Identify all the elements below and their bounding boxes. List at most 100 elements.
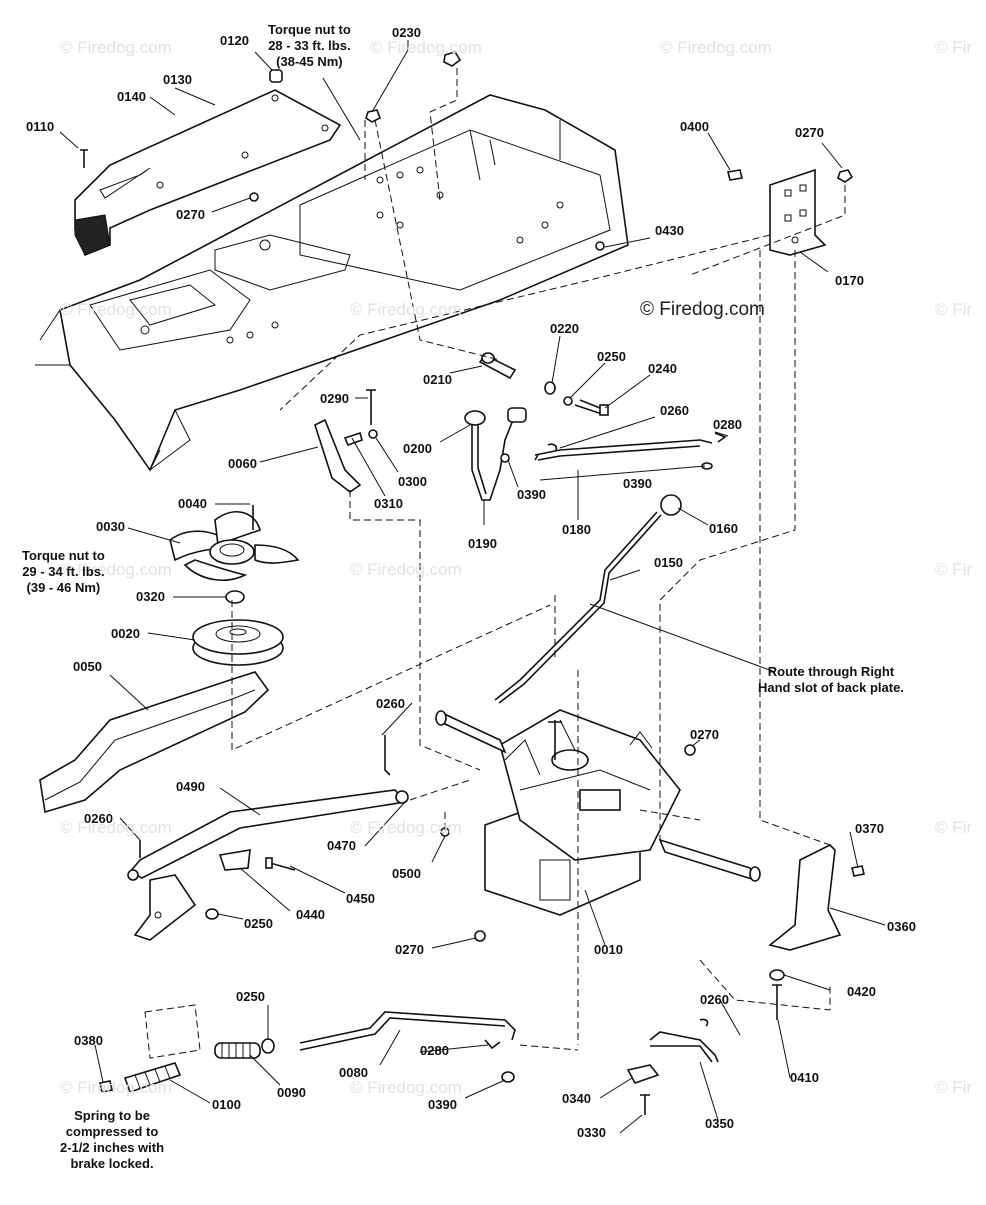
part-label: 0220 bbox=[550, 321, 579, 336]
part-label: 0030 bbox=[96, 519, 125, 534]
part-label: 0250 bbox=[597, 349, 626, 364]
watermark: © Fir bbox=[935, 560, 973, 579]
part-label: 0400 bbox=[680, 119, 709, 134]
watermark: © Fir bbox=[935, 818, 973, 837]
bolt-0450 bbox=[269, 862, 296, 871]
part-label: 0130 bbox=[163, 72, 192, 87]
bracket-0360 bbox=[768, 844, 842, 951]
knob-0120 bbox=[269, 69, 283, 83]
spring-0090 bbox=[214, 1042, 261, 1059]
part-label: 0450 bbox=[346, 891, 375, 906]
bolt-0410 bbox=[772, 984, 782, 1020]
part-label: 0390 bbox=[623, 476, 652, 491]
clip-0260-c bbox=[384, 735, 391, 776]
part-label: 0320 bbox=[136, 589, 165, 604]
nut-0270-a bbox=[249, 192, 259, 202]
part-label: 0240 bbox=[648, 361, 677, 376]
nut-0160 bbox=[660, 494, 682, 516]
back-plate-0170 bbox=[769, 168, 827, 256]
pedal-ghost bbox=[144, 1004, 201, 1059]
part-label: 0160 bbox=[709, 521, 738, 536]
washer-0390-c bbox=[501, 1071, 515, 1083]
watermark: © Fir bbox=[935, 1078, 973, 1097]
nut-0270-c bbox=[684, 744, 696, 756]
part-label: 0230 bbox=[392, 25, 421, 40]
washer-0390-b bbox=[500, 453, 510, 463]
part-label: 0420 bbox=[847, 984, 876, 999]
part-label: 0150 bbox=[654, 555, 683, 570]
rod-0190-end bbox=[507, 407, 527, 423]
watermark: © Firedog.com bbox=[60, 38, 172, 57]
part-label: 0280 bbox=[713, 417, 742, 432]
part-label: 0300 bbox=[398, 474, 427, 489]
frame-holes bbox=[140, 166, 564, 344]
clip-0260-d bbox=[699, 1018, 709, 1027]
pulley-0020 bbox=[192, 619, 284, 666]
watermark: © Firedog.com bbox=[350, 1078, 462, 1097]
bolt-0330 bbox=[640, 1094, 650, 1115]
nut-0430 bbox=[595, 241, 605, 251]
assembly-lines bbox=[231, 68, 846, 1051]
nut-0270-d bbox=[474, 930, 486, 942]
bolt-0310 bbox=[343, 431, 363, 447]
washer-0250-b bbox=[205, 908, 219, 920]
part-label: 0080 bbox=[339, 1065, 368, 1080]
part-label: 0370 bbox=[855, 821, 884, 836]
bracket-0440 bbox=[218, 849, 251, 871]
watermark: © Firedog.com bbox=[60, 560, 172, 579]
part-label: 0390 bbox=[517, 487, 546, 502]
part-label: 0410 bbox=[790, 1070, 819, 1085]
washer-0420 bbox=[769, 969, 785, 981]
part-label: 0360 bbox=[887, 919, 916, 934]
washer-0250-c bbox=[261, 1038, 275, 1054]
watermark: © Firedog.com bbox=[60, 818, 172, 837]
part-label: 0380 bbox=[74, 1033, 103, 1048]
watermark: © Firedog.com bbox=[60, 300, 172, 319]
part-label: 0260 bbox=[376, 696, 405, 711]
watermark-main: © Firedog.com bbox=[640, 299, 765, 320]
part-label: 0330 bbox=[577, 1125, 606, 1140]
belt-0050 bbox=[39, 671, 270, 814]
part-label: 0100 bbox=[212, 1097, 241, 1112]
nut-0470 bbox=[395, 790, 409, 804]
rod-0180 bbox=[534, 439, 713, 456]
part-label: 0440 bbox=[296, 907, 325, 922]
part-label: 0170 bbox=[835, 273, 864, 288]
part-label: 0210 bbox=[423, 372, 452, 387]
part-label: 0120 bbox=[220, 33, 249, 48]
spring-0100 bbox=[123, 1062, 182, 1094]
watermark: © Firedog.com bbox=[370, 38, 482, 57]
watermark: © Firedog.com bbox=[350, 300, 462, 319]
nut-0320 bbox=[225, 590, 245, 604]
nut-0230 bbox=[365, 109, 382, 123]
bracket-0340 bbox=[626, 1064, 660, 1084]
part-label: 0190 bbox=[468, 536, 497, 551]
watermark: © Fir bbox=[935, 38, 973, 57]
part-label: 0260 bbox=[700, 992, 729, 1007]
part-label: 0250 bbox=[244, 916, 273, 931]
bolt-0370 bbox=[851, 865, 865, 877]
leader-lines bbox=[59, 40, 886, 1134]
transaxle-0010 bbox=[435, 709, 761, 916]
bushing-0220-b bbox=[544, 381, 556, 395]
bolt-0290 bbox=[366, 389, 376, 425]
part-label: 0180 bbox=[562, 522, 591, 537]
clip-0280-b bbox=[484, 1039, 501, 1050]
part-label: 0270 bbox=[176, 207, 205, 222]
rod-0150 bbox=[494, 511, 658, 701]
part-label: 0050 bbox=[73, 659, 102, 674]
part-label: 0250 bbox=[236, 989, 265, 1004]
part-label: 0020 bbox=[111, 626, 140, 641]
washer-0300 bbox=[368, 429, 378, 439]
watermark: © Firedog.com bbox=[660, 38, 772, 57]
watermark: © Firedog.com bbox=[60, 1078, 172, 1097]
part-label: 0060 bbox=[228, 456, 257, 471]
bracket-0060 bbox=[314, 418, 362, 493]
part-label: 0090 bbox=[277, 1085, 306, 1100]
bolt-0110 bbox=[80, 149, 88, 168]
